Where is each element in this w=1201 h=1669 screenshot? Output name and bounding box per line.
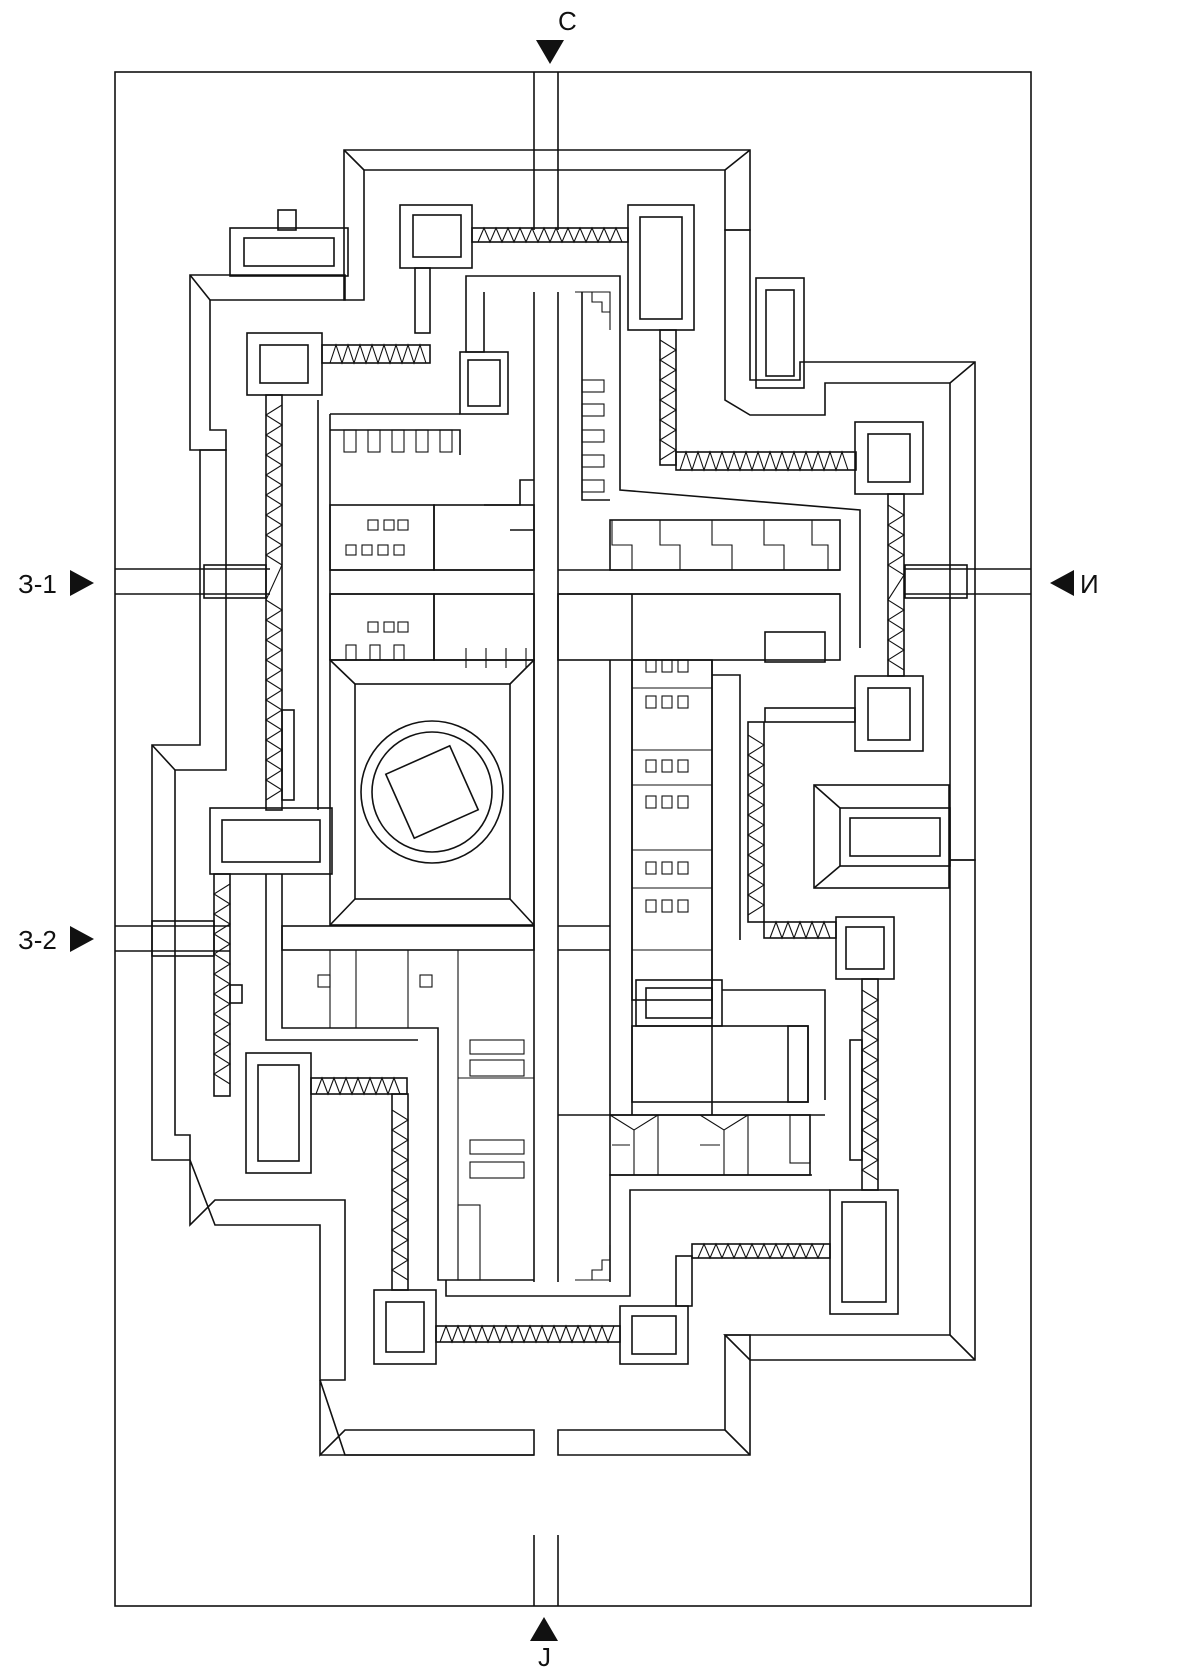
- down-triangle-icon: [536, 40, 564, 64]
- south-label: J: [538, 1642, 551, 1669]
- inner-walls: [212, 226, 906, 1344]
- left-triangle-icon: [1050, 570, 1074, 596]
- right-triangle-icon: [70, 570, 94, 596]
- north-label: С: [558, 6, 577, 36]
- inner-compound: [265, 275, 861, 1297]
- outer-wall: [151, 149, 976, 1457]
- right-triangle-icon: [70, 926, 94, 952]
- outer-boundary: [114, 71, 1032, 1607]
- towers: [209, 204, 951, 1365]
- west-1-label: З-1: [18, 569, 57, 599]
- west-2-label: З-2: [18, 925, 57, 955]
- roads: [115, 72, 1031, 1606]
- east-label: И: [1080, 569, 1099, 599]
- up-triangle-icon: [530, 1617, 558, 1641]
